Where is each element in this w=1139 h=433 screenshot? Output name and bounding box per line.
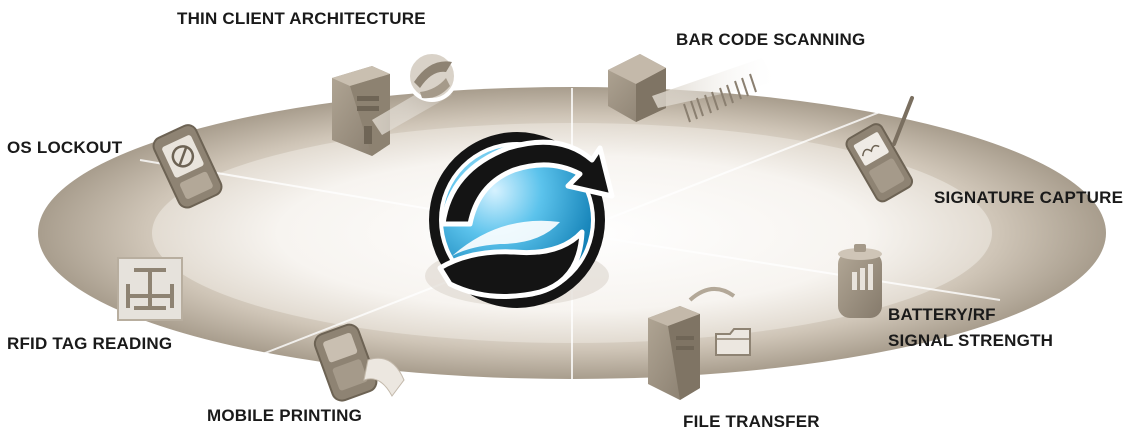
server-icon <box>332 66 390 156</box>
scan-beam <box>652 58 776 108</box>
label-rfid-tag-reading: RFID TAG READING <box>7 334 173 353</box>
label-signature-capture: SIGNATURE CAPTURE <box>934 188 1124 207</box>
globe-icon <box>406 50 458 102</box>
label-signal-strength: SIGNAL STRENGTH <box>888 331 1054 350</box>
stylus-icon <box>892 96 914 146</box>
stylus-device-icon <box>845 123 914 203</box>
mobile-printer-icon <box>313 323 378 402</box>
label-mobile-printing: MOBILE PRINTING <box>207 406 363 425</box>
barcode-scanner-icon <box>608 54 666 122</box>
handheld-device-icon <box>152 124 223 209</box>
battery-icon <box>838 244 882 318</box>
rfid-tag-icon <box>117 257 183 321</box>
label-os-lockout: OS LOCKOUT <box>7 138 123 157</box>
label-file-transfer: FILE TRANSFER <box>683 412 820 431</box>
label-bar-code-scanning: BAR CODE SCANNING <box>676 30 866 49</box>
file-server-icon <box>648 306 700 400</box>
barcode-icon <box>683 73 757 123</box>
label-thin-client-architecture: THIN CLIENT ARCHITECTURE <box>177 9 426 28</box>
label-battery-rf: BATTERY/RF <box>888 305 996 324</box>
printer-paper <box>363 357 405 397</box>
transfer-arrow <box>688 287 736 302</box>
folder-icon <box>715 328 751 356</box>
logo-icon <box>425 132 615 308</box>
